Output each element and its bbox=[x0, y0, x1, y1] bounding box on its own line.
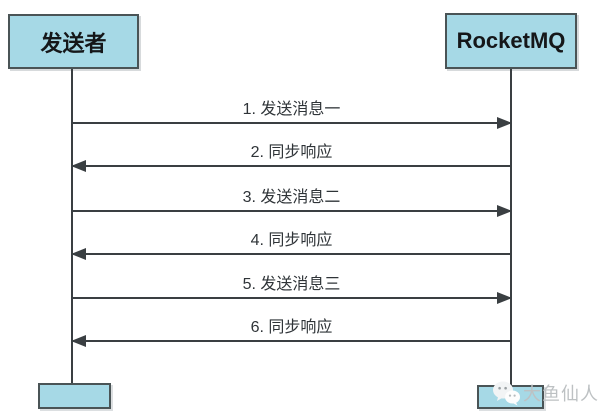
message-arrow bbox=[72, 205, 512, 217]
watermark-text: 大鱼仙人. bbox=[523, 384, 600, 404]
message-send-5: 5. 发送消息三 bbox=[72, 275, 512, 304]
message-send-3: 3. 发送消息二 bbox=[72, 188, 512, 217]
message-label: 5. 发送消息三 bbox=[242, 276, 341, 293]
message-response-2: 2. 同步响应 bbox=[71, 143, 511, 172]
arrowhead-left-icon bbox=[71, 248, 86, 260]
message-send-1: 1. 发送消息一 bbox=[72, 100, 512, 129]
message-label: 1. 发送消息一 bbox=[242, 101, 341, 118]
lifeline-rocketmq bbox=[510, 69, 512, 385]
lifeline-sender bbox=[71, 69, 73, 383]
actor-rocketmq-box: RocketMQ bbox=[445, 13, 577, 69]
arrowhead-right-icon bbox=[497, 292, 512, 304]
message-arrow bbox=[72, 117, 512, 129]
lifeline-end-sender-box bbox=[38, 383, 111, 409]
actor-sender-box: 发送者 bbox=[8, 14, 139, 69]
arrowhead-left-icon bbox=[71, 335, 86, 347]
actor-sender-label: 发送者 bbox=[40, 30, 107, 56]
message-label: 2. 同步响应 bbox=[250, 144, 333, 161]
message-label: 6. 同步响应 bbox=[250, 319, 333, 336]
arrowhead-right-icon bbox=[497, 117, 512, 129]
arrowhead-right-icon bbox=[497, 205, 512, 217]
actor-rocketmq-label: RocketMQ bbox=[456, 28, 566, 53]
arrowhead-left-icon bbox=[71, 160, 86, 172]
message-arrow bbox=[71, 160, 511, 172]
message-arrow bbox=[71, 335, 511, 347]
watermark: 大鱼仙人. bbox=[491, 380, 600, 406]
message-label: 3. 发送消息二 bbox=[242, 189, 341, 206]
wechat-icon bbox=[493, 381, 520, 406]
message-response-4: 4. 同步响应 bbox=[71, 231, 511, 260]
message-response-6: 6. 同步响应 bbox=[71, 318, 511, 347]
message-arrow bbox=[71, 248, 511, 260]
message-arrow bbox=[72, 292, 512, 304]
message-label: 4. 同步响应 bbox=[250, 232, 333, 249]
